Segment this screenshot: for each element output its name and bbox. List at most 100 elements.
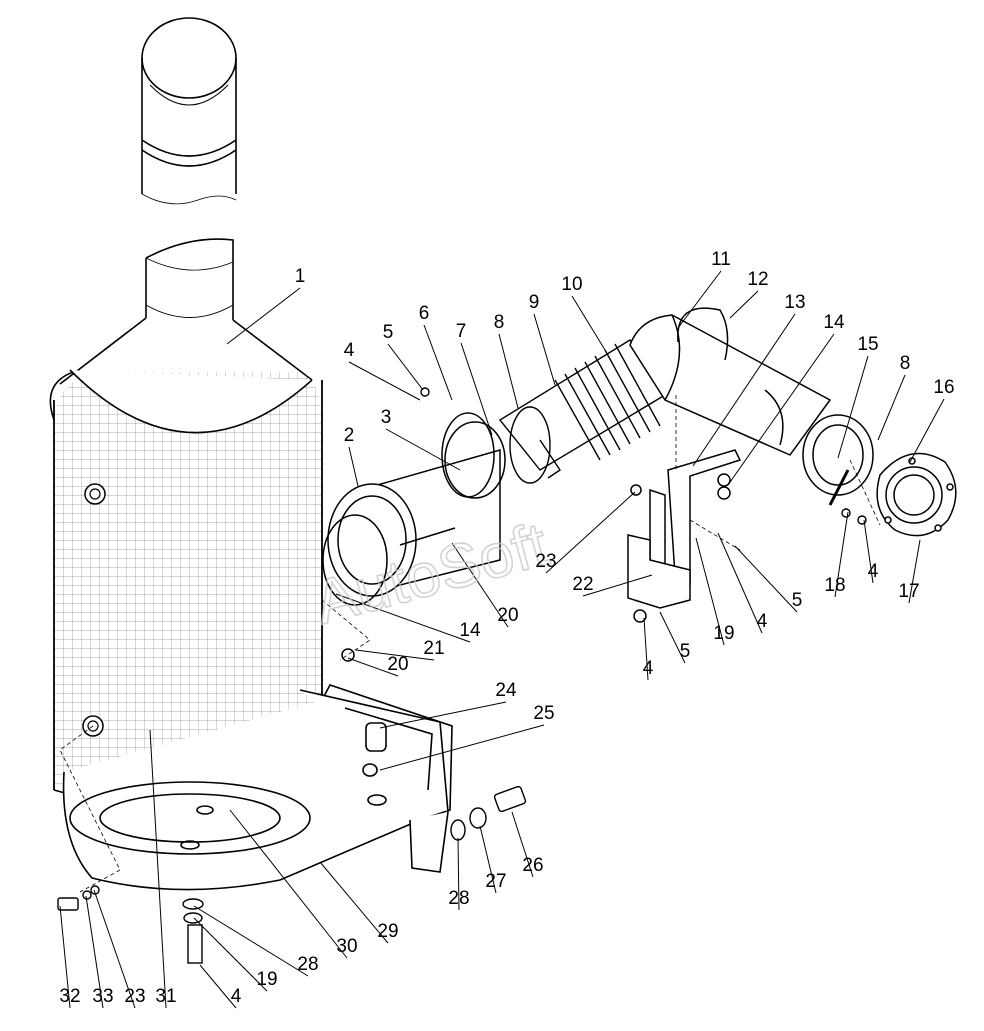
- intake-flange-assembly: [322, 412, 506, 606]
- dashed-reference-lines: [59, 395, 881, 893]
- callout-label: 26: [522, 855, 543, 876]
- leader-line: [734, 545, 798, 613]
- leader-line: [457, 837, 460, 911]
- callout-label: 19: [713, 623, 734, 644]
- callout-label: 13: [784, 292, 805, 313]
- callout-label: 20: [497, 605, 518, 626]
- callout-label: 20: [387, 654, 408, 675]
- callout-label: 6: [419, 303, 430, 324]
- callout-label: 8: [494, 312, 505, 333]
- callout-label: 33: [92, 986, 113, 1007]
- callout-label: 25: [533, 703, 554, 724]
- callout-label: 8: [900, 353, 911, 374]
- leader-line: [387, 343, 424, 391]
- exhaust-pipe-top: [141, 17, 237, 205]
- leader-line: [695, 537, 725, 646]
- leader-line: [659, 611, 686, 664]
- leader-line: [571, 295, 606, 351]
- leader-line: [193, 917, 268, 992]
- leader-line: [908, 539, 921, 604]
- leader-line: [379, 724, 545, 771]
- hardware-fasteners: [57, 387, 867, 964]
- leader-line: [348, 446, 359, 487]
- callout-label: 7: [456, 321, 467, 342]
- leader-line: [511, 811, 534, 878]
- callout-label: 32: [59, 986, 80, 1007]
- callout-label: 14: [459, 620, 481, 641]
- leader-line: [59, 905, 71, 1009]
- callout-label: 24: [495, 680, 517, 701]
- leader-line: [355, 649, 435, 661]
- callout-label: 4: [344, 340, 355, 361]
- leader-line: [729, 290, 759, 319]
- leader-line: [93, 889, 136, 1009]
- leader-line: [582, 574, 653, 597]
- leader-line: [423, 324, 453, 401]
- callout-label: 22: [572, 574, 593, 595]
- callout-label: 4: [868, 561, 879, 582]
- leader-line: [319, 861, 389, 944]
- leader-lines: [59, 270, 945, 1009]
- callout-label: 19: [256, 969, 277, 990]
- upper-intake-pipe: [629, 307, 874, 506]
- callout-label: 4: [231, 986, 242, 1007]
- callout-label: 21: [423, 638, 444, 659]
- callout-label: 29: [377, 921, 398, 942]
- leader-line: [451, 542, 509, 628]
- leader-line: [533, 313, 556, 386]
- mounting-base: [62, 684, 453, 891]
- callout-label: 3: [381, 407, 392, 428]
- callout-label: 15: [857, 334, 878, 355]
- leader-line: [479, 825, 497, 894]
- callout-label: 16: [933, 377, 954, 398]
- leader-line: [834, 511, 849, 598]
- leader-line: [85, 895, 104, 1009]
- leader-line: [199, 964, 237, 1009]
- callout-label: 28: [297, 954, 318, 975]
- callout-label: 30: [336, 936, 357, 957]
- leader-line: [545, 491, 636, 574]
- callout-label: 5: [680, 641, 691, 662]
- callout-label: 27: [485, 871, 506, 892]
- callout-label: 31: [155, 986, 176, 1007]
- leader-line: [643, 617, 649, 681]
- leader-line: [877, 374, 906, 441]
- callout-label: 1: [295, 266, 306, 287]
- callout-label: 28: [448, 888, 469, 909]
- support-brackets: [341, 449, 742, 662]
- leader-line: [379, 701, 507, 729]
- callout-label: 12: [747, 269, 768, 290]
- leader-line: [460, 342, 493, 436]
- leader-line: [335, 593, 471, 643]
- leader-line: [498, 333, 519, 409]
- callout-label: 4: [757, 611, 768, 632]
- leader-line: [863, 519, 874, 584]
- callout-label: 4: [643, 658, 654, 679]
- leader-line: [727, 333, 835, 486]
- leader-line: [677, 270, 722, 329]
- callout-label: 23: [535, 551, 556, 572]
- leader-line: [909, 398, 945, 463]
- leader-line: [193, 905, 309, 977]
- callout-label: 9: [529, 292, 540, 313]
- callout-label: 18: [824, 575, 845, 596]
- cyclone-cone: [59, 238, 313, 385]
- callout-label: 17: [898, 581, 919, 602]
- end-flange: [876, 452, 957, 537]
- callout-label: 5: [383, 322, 394, 343]
- leader-line: [347, 657, 399, 677]
- leader-line: [692, 313, 796, 467]
- leader-line: [149, 729, 167, 1009]
- leader-line: [837, 355, 869, 459]
- leader-line: [229, 809, 348, 959]
- callout-label: 11: [711, 249, 731, 270]
- leader-line: [348, 361, 421, 401]
- callout-label: 10: [561, 274, 582, 295]
- callout-label: 2: [344, 425, 355, 446]
- leader-line: [226, 287, 301, 345]
- callout-label: 23: [124, 986, 145, 1007]
- leader-line: [385, 428, 461, 471]
